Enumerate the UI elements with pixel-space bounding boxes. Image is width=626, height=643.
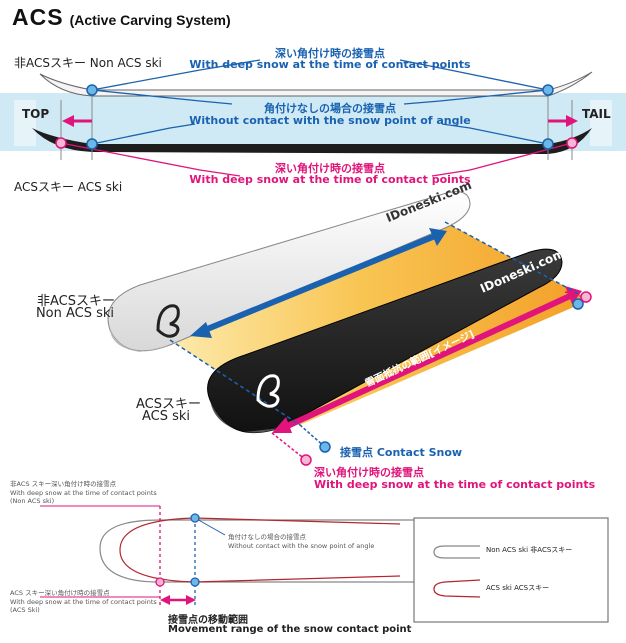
bottom-non-acs-deep-note: 非ACS スキー深い角付け時の接雪点 With deep snow at the…	[10, 480, 157, 505]
mid-non-acs-en: Non ACS ski	[35, 306, 115, 321]
blue-leader-low-right	[441, 123, 549, 145]
dash-guide	[169, 339, 301, 426]
blue-leader-top-left	[91, 59, 261, 91]
deep-bottom-jp: 深い角付け時の接雪点	[275, 162, 385, 175]
mid-non-acs-jp: 非ACSスキー	[37, 294, 115, 309]
acs-ski-3d	[207, 248, 563, 434]
legend-acs-label: ACS ski ACSスキー	[486, 584, 550, 592]
deep-mid-en: With deep snow at the time of contact po…	[314, 478, 596, 491]
blue-leader-low-left	[91, 123, 196, 145]
acs-ski-label: ACSスキー ACS ski	[14, 180, 123, 194]
contact-dot	[190, 577, 200, 587]
non-acs-curve	[99, 519, 440, 583]
deep-mid-jp: 深い角付け時の接雪点	[314, 466, 424, 479]
non-acs-ski-label: 非ACSスキー Non ACS ski	[14, 56, 162, 70]
legend-acs-swatch	[433, 579, 481, 598]
legend-non-acs-swatch	[433, 545, 480, 559]
mid-acs-jp: ACSスキー	[136, 397, 201, 412]
tail-label: TAIL	[582, 107, 611, 121]
blue-leader-mid-right	[403, 89, 549, 105]
blue-leader-mid-left	[91, 89, 233, 105]
movement-jp: 接雪点の移動範囲	[168, 615, 248, 626]
deep-contact-dot	[155, 577, 165, 587]
contact-snow-dot	[319, 441, 331, 453]
legend-non-acs-label: Non ACS ski 非ACSスキー	[486, 546, 573, 554]
bottom-acs-deep-note: ACS スキー深い角付け時の接雪点 With deep snow at the …	[10, 589, 157, 614]
blue-label-line	[194, 517, 226, 536]
non-acs-ski-profile	[39, 71, 593, 97]
title-sub: (Active Carving System)	[69, 12, 231, 28]
mid-acs-en: ACS ski	[141, 409, 191, 424]
deep-contact-dot	[300, 454, 312, 466]
dash-guide	[271, 432, 307, 461]
acs-ski-profile	[32, 128, 592, 154]
deep-bottom-en: With deep snow at the time of contact po…	[189, 173, 471, 186]
acs-curve	[119, 517, 401, 583]
blue-arrow-left	[198, 233, 437, 335]
title-main: ACS	[12, 4, 64, 30]
legend-box	[413, 517, 609, 623]
tail-band-cap	[590, 100, 612, 146]
top-label: TOP	[22, 107, 50, 121]
movement-en: Movement range of the snow contact point	[168, 624, 412, 635]
brand-logo-icon	[156, 304, 180, 338]
contact-dot	[86, 138, 98, 150]
non-acs-ski-3d	[107, 191, 471, 352]
pink-leader-right	[431, 142, 573, 177]
deep-contact-dot	[566, 137, 578, 149]
contact-snow-dot	[572, 298, 584, 310]
pink-arrow	[281, 293, 572, 431]
pink-leader-left	[60, 142, 241, 177]
blue-leader-top-right	[399, 59, 549, 91]
deep-top-en: With deep snow at the time of contact po…	[189, 58, 471, 71]
page-title: ACS (Active Carving System)	[12, 4, 231, 31]
deep-top-jp: 深い角付け時の接雪点	[275, 47, 385, 60]
top-band-cap	[14, 100, 36, 146]
brand-logo-icon	[256, 374, 280, 408]
no-angle-en: Without contact with the snow point of a…	[189, 114, 471, 127]
contact-dot	[542, 84, 554, 96]
contact-snow-label: 接雪点 Contact Snow	[340, 446, 463, 459]
no-angle-jp: 角付けなしの場合の接雪点	[264, 102, 396, 115]
contact-dot	[190, 513, 200, 523]
contact-dot	[542, 138, 554, 150]
deep-contact-dot	[55, 137, 67, 149]
contact-dot	[86, 84, 98, 96]
deep-contact-dot	[580, 291, 592, 303]
bottom-no-angle-note: 角付けなしの場合の接雪点 Without contact with the sn…	[228, 533, 375, 550]
